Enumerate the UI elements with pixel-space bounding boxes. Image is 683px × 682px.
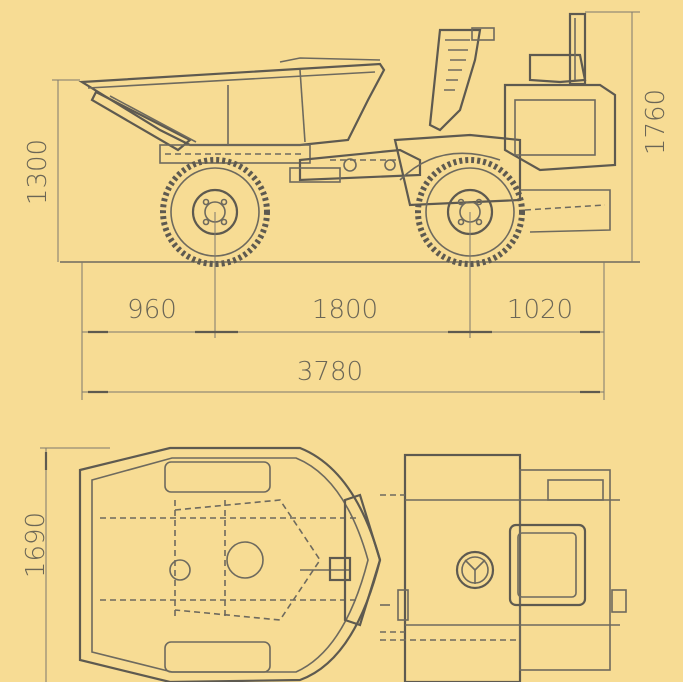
dim-height-bucket: 1300 (23, 139, 53, 205)
dimension-lines (40, 11, 640, 682)
dim-wheelbase: 1800 (312, 295, 378, 325)
dim-front-overhang: 960 (127, 295, 177, 325)
dim-rear-overhang: 1020 (507, 295, 573, 325)
dim-overall-length: 3780 (297, 357, 363, 387)
top-view-drawing (78, 446, 627, 682)
side-view-drawing (60, 12, 640, 267)
dim-overall-width: 1690 (21, 512, 51, 578)
dim-height-total: 1760 (641, 89, 671, 155)
